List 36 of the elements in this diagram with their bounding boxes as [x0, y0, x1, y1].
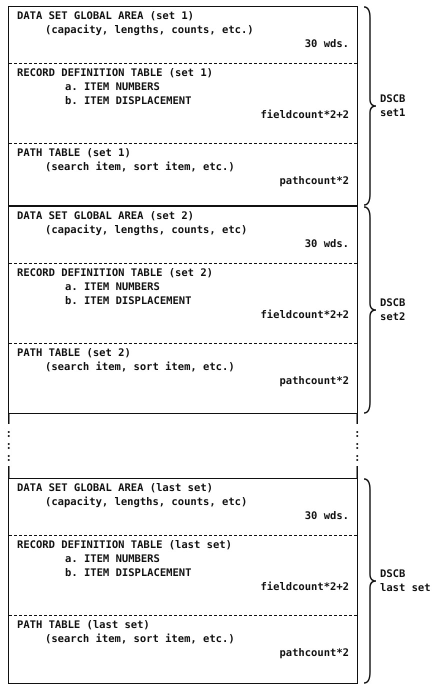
section-heading: DATA SET GLOBAL AREA (last set) — [17, 482, 213, 495]
description: (capacity, lengths, counts, etc.) — [45, 24, 254, 37]
description: (capacity, lengths, counts, etc) — [45, 224, 248, 237]
section-heading: PATH TABLE (set 2) — [17, 347, 131, 360]
list-item: a. ITEM NUMBERS — [65, 281, 160, 294]
brace-label: DSCB set1 — [380, 92, 406, 120]
size-note: fieldcount*2+2 — [260, 581, 349, 594]
brace-label: DSCB last set — [380, 567, 432, 595]
size-note: pathcount*2 — [279, 647, 349, 660]
description: (search item, sort item, etc.) — [45, 633, 235, 646]
size-note: fieldcount*2+2 — [260, 109, 349, 122]
list-item: b. ITEM DISPLACEMENT — [65, 95, 192, 108]
list-item: b. ITEM DISPLACEMENT — [65, 567, 192, 580]
size-note: pathcount*2 — [279, 375, 349, 388]
list-item: a. ITEM NUMBERS — [65, 553, 160, 566]
size-note: fieldcount*2+2 — [260, 309, 349, 322]
data-set-block — [8, 206, 358, 414]
section-heading: DATA SET GLOBAL AREA (set 1) — [17, 10, 194, 23]
description: (capacity, lengths, counts, etc) — [45, 496, 248, 509]
size-note: 30 wds. — [304, 238, 349, 251]
list-item: b. ITEM DISPLACEMENT — [65, 295, 192, 308]
section-heading: RECORD DEFINITION TABLE (set 1) — [17, 67, 213, 80]
section-heading: RECORD DEFINITION TABLE (last set) — [17, 539, 232, 552]
description: (search item, sort item, etc.) — [45, 361, 235, 374]
list-item: a. ITEM NUMBERS — [65, 81, 160, 94]
size-note: 30 wds. — [304, 510, 349, 523]
brace-label: DSCB set2 — [380, 296, 406, 324]
section-heading: DATA SET GLOBAL AREA (set 2) — [17, 210, 194, 223]
section-heading: PATH TABLE (set 1) — [17, 147, 131, 160]
size-note: pathcount*2 — [279, 175, 349, 188]
description: (search item, sort item, etc.) — [45, 161, 235, 174]
data-set-block — [8, 6, 358, 206]
size-note: 30 wds. — [304, 38, 349, 51]
data-set-block — [8, 478, 358, 684]
section-heading: PATH TABLE (last set) — [17, 619, 150, 632]
section-heading: RECORD DEFINITION TABLE (set 2) — [17, 267, 213, 280]
